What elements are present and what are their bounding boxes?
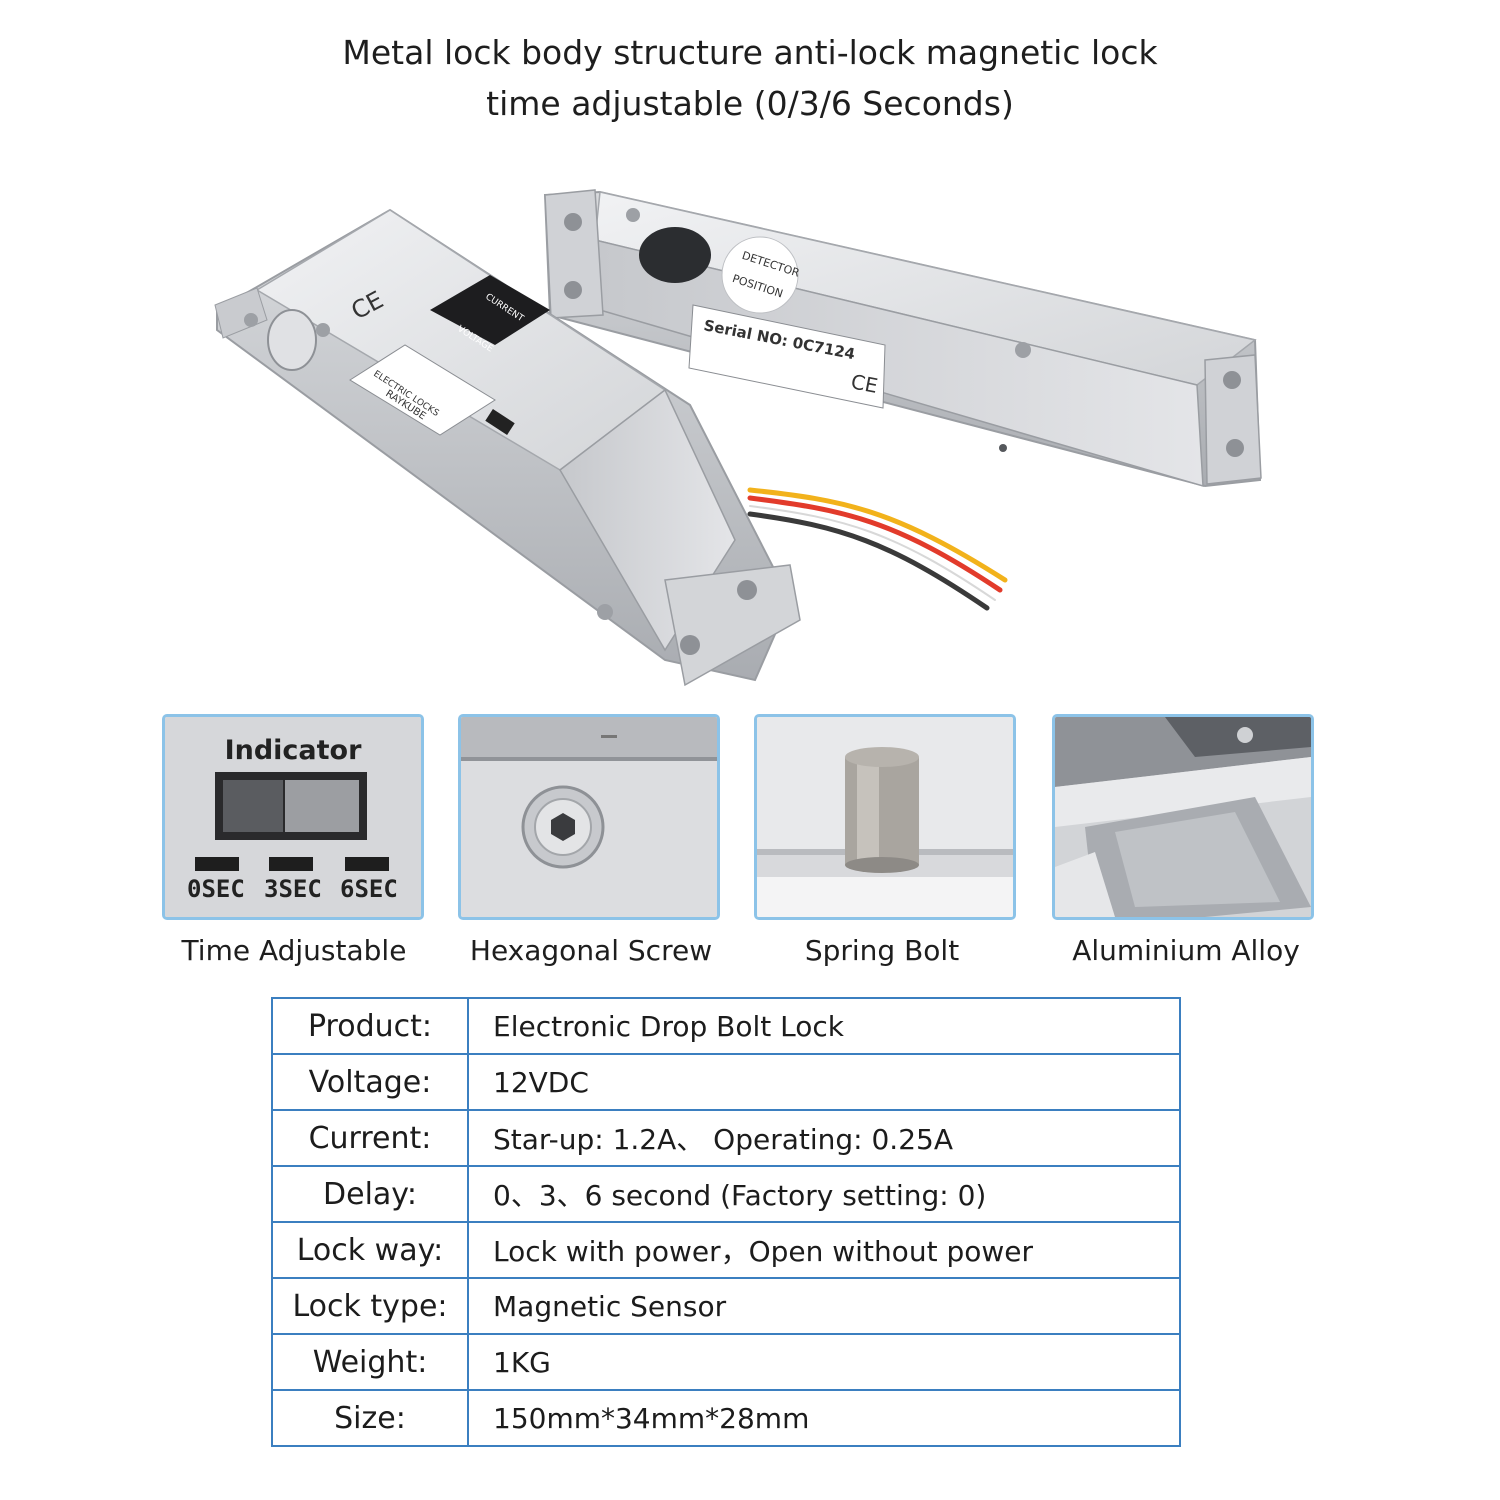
spec-label-lock-way: Lock way: — [271, 1221, 469, 1279]
spec-label-delay: Delay: — [271, 1165, 469, 1223]
spec-value-voltage: 12VDC — [467, 1053, 1181, 1111]
lock-wires — [747, 487, 1008, 611]
spec-value-delay: 0、3、6 second (Factory setting: 0) — [467, 1165, 1181, 1223]
caption-hexagonal-screw: Hexagonal Screw — [469, 934, 713, 967]
indicator-title: Indicator — [224, 735, 362, 766]
spec-label-current: Current: — [271, 1109, 469, 1167]
table-row: Voltage: 12VDC — [271, 1053, 1181, 1111]
spec-label-size: Size: — [271, 1389, 469, 1447]
table-row: Weight: 1KG — [271, 1333, 1181, 1391]
table-row: Current: Star-up: 1.2A、 Operating: 0.25A — [271, 1109, 1181, 1167]
spec-label-voltage: Voltage: — [271, 1053, 469, 1111]
aluminium-alloy-icon — [1055, 717, 1311, 917]
spec-value-lock-way: Lock with power，Open without power — [467, 1221, 1181, 1279]
table-row: Lock type: Magnetic Sensor — [271, 1277, 1181, 1335]
product-illustration: DETECTOR POSITION Serial NO: 0C7124 CE C… — [214, 189, 1262, 687]
rear-lock-body: DETECTOR POSITION Serial NO: 0C7124 CE — [543, 189, 1262, 488]
indicator-3sec: 3SEC — [264, 875, 322, 903]
caption-aluminium-alloy: Aluminium Alloy — [1072, 934, 1300, 967]
caption-time-adjustable: Time Adjustable — [181, 934, 407, 967]
spec-value-weight: 1KG — [467, 1333, 1181, 1391]
spec-label-weight: Weight: — [271, 1333, 469, 1391]
indicator-icon — [165, 717, 421, 917]
spec-value-lock-type: Magnetic Sensor — [467, 1277, 1181, 1335]
front-lock-body: CE VOLTAGE CURRENT ELECTRIC LOCKS RAYKUB… — [214, 208, 801, 687]
ce-mark-rear: CE — [849, 369, 880, 398]
spec-value-current: Star-up: 1.2A、 Operating: 0.25A — [467, 1109, 1181, 1167]
thumb-hexagonal-screw — [458, 714, 720, 920]
table-row: Size: 150mm*34mm*28mm — [271, 1389, 1181, 1447]
indicator-6sec: 6SEC — [340, 875, 398, 903]
indicator-0sec: 0SEC — [187, 875, 245, 903]
table-row: Lock way: Lock with power，Open without p… — [271, 1221, 1181, 1279]
thumb-aluminium-alloy — [1052, 714, 1314, 920]
spec-table: Product: Electronic Drop Bolt Lock Volta… — [271, 997, 1181, 1447]
spec-value-size: 150mm*34mm*28mm — [467, 1389, 1181, 1447]
table-row: Delay: 0、3、6 second (Factory setting: 0) — [271, 1165, 1181, 1223]
headline-line-2: time adjustable (0/3/6 Seconds) — [486, 84, 1014, 123]
hex-screw-icon — [461, 717, 717, 917]
table-row: Product: Electronic Drop Bolt Lock — [271, 997, 1181, 1055]
spec-label-lock-type: Lock type: — [271, 1277, 469, 1335]
spec-label-product: Product: — [271, 997, 469, 1055]
spec-value-product: Electronic Drop Bolt Lock — [467, 997, 1181, 1055]
thumb-spring-bolt — [754, 714, 1016, 920]
headline-line-1: Metal lock body structure anti-lock magn… — [342, 33, 1158, 72]
thumb-time-adjustable: Indicator 0SEC 3SEC 6SEC — [162, 714, 424, 920]
caption-spring-bolt: Spring Bolt — [804, 934, 960, 967]
spring-bolt-icon — [757, 717, 1013, 917]
